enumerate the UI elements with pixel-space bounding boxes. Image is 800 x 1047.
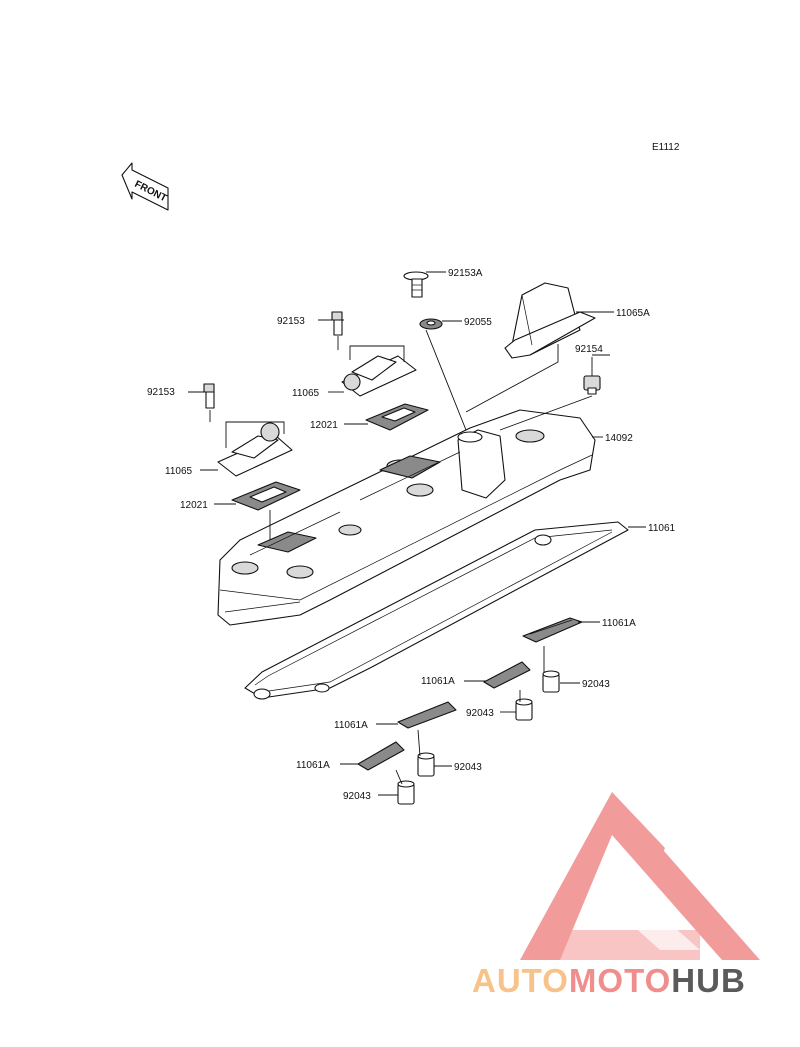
label-92043-d: 92043 [343, 791, 371, 802]
label-92153-upper: 92153 [277, 316, 305, 327]
label-92055: 92055 [464, 317, 492, 328]
label-11065-left: 11065 [165, 466, 193, 477]
label-11061A-c: 11061A [334, 720, 368, 731]
bolt-92153A [403, 271, 429, 298]
watermark-hub: HUB [671, 962, 746, 999]
coil-cover-upper [341, 355, 417, 397]
label-11061A-d: 11061A [296, 760, 330, 771]
watermark-logo [520, 792, 760, 960]
diagram-code: E1112 [652, 142, 680, 153]
seal-11061A-d [357, 741, 405, 771]
label-92153-left: 92153 [147, 387, 175, 398]
label-12021-upper: 12021 [310, 420, 338, 431]
label-14092: 14092 [605, 433, 633, 444]
watermark-moto: MOTO [568, 962, 672, 999]
plug-gasket-lower [231, 481, 301, 511]
coil-cover-left [217, 422, 293, 477]
part-labels: 92153A 92153 92055 11065A 92154 11065 92… [147, 268, 676, 802]
bolt-92153-upper [331, 311, 343, 336]
label-12021-lower: 12021 [180, 500, 208, 511]
label-11061A-b: 11061A [421, 676, 455, 687]
washer-92055 [419, 318, 443, 330]
label-11065A: 11065A [616, 308, 650, 319]
label-11061A-a: 11061A [602, 618, 636, 629]
seal-11061A-b [483, 661, 531, 689]
dowel-92043-b [515, 698, 533, 721]
label-92154: 92154 [575, 344, 603, 355]
dowel-92043-c [417, 752, 435, 777]
plug-92154 [583, 375, 601, 395]
label-92153A: 92153A [448, 268, 483, 279]
breather-cover [504, 282, 596, 359]
watermark-text: AUTOMOTOHUB [472, 962, 746, 1000]
front-arrow-icon: FRONT [121, 162, 169, 211]
bolt-92153-left [203, 383, 215, 409]
leader-lines [188, 271, 646, 796]
dowel-92043-d [397, 780, 415, 805]
dowel-92043-a [542, 670, 560, 693]
label-11065-upper: 11065 [292, 388, 320, 399]
label-92043-a: 92043 [582, 679, 610, 690]
plug-gasket-upper [365, 403, 429, 431]
cover-gasket [244, 521, 629, 700]
seal-11061A-a [522, 617, 583, 643]
watermark-auto: AUTO [472, 962, 569, 999]
seal-11061A-c [397, 701, 457, 729]
label-92043-b: 92043 [466, 708, 494, 719]
label-92043-c: 92043 [454, 762, 482, 773]
label-11061: 11061 [648, 523, 676, 534]
cylinder-head-cover [217, 409, 596, 626]
